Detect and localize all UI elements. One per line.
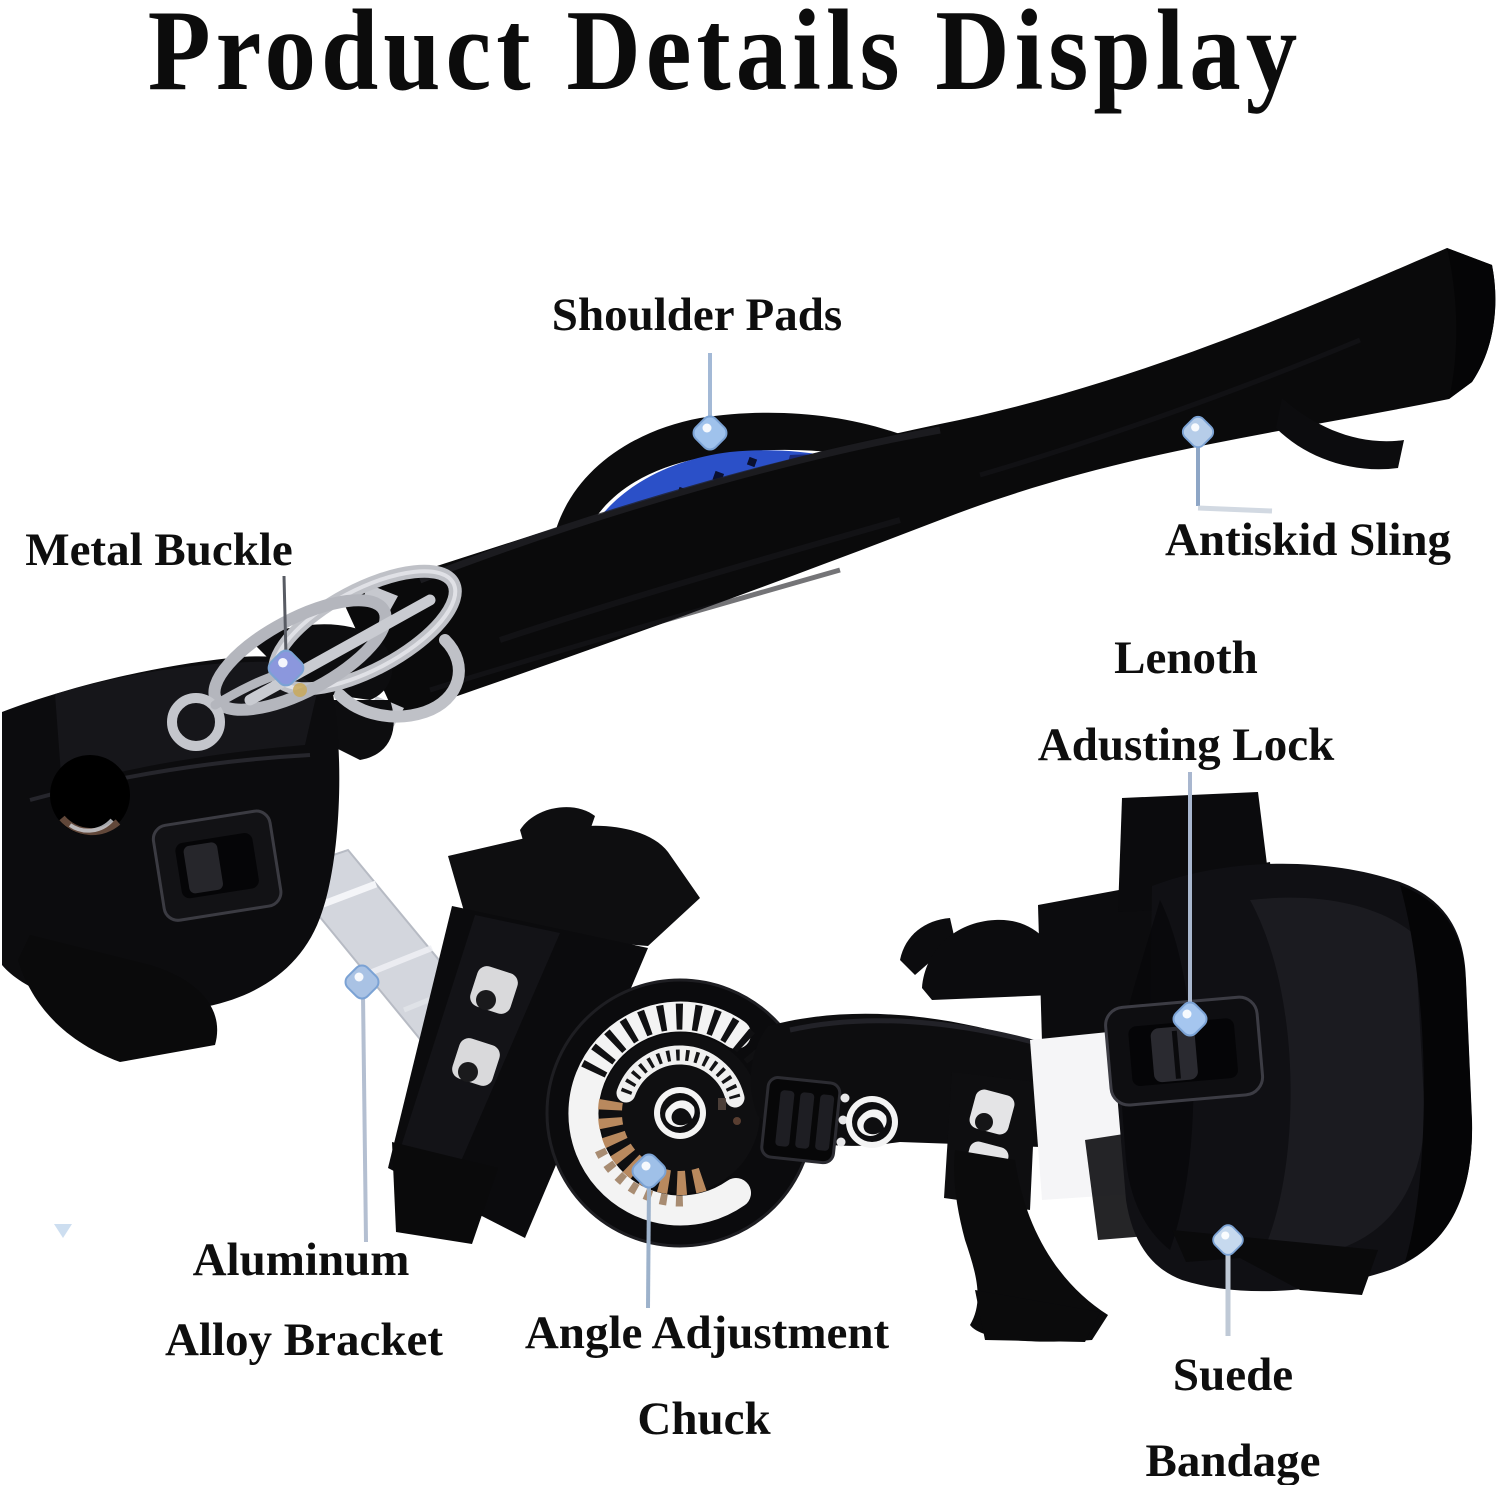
page-title: Product Details Display bbox=[147, 0, 1303, 115]
aluminum-bracket-leader-line bbox=[361, 993, 368, 1243]
label-length-lock-line1: Lenoth bbox=[1114, 632, 1258, 684]
label-metal-buckle: Metal Buckle bbox=[25, 524, 293, 576]
label-aluminum-bracket-line2: Alloy Bracket bbox=[164, 1314, 444, 1366]
hinge-hub-logo-icon bbox=[654, 1087, 706, 1139]
annotation-layer bbox=[54, 353, 1273, 1336]
antiskid-sling-strap bbox=[341, 248, 1496, 726]
label-aluminum-bracket-line1: Aluminum bbox=[192, 1234, 410, 1286]
strap-ladder-buckle bbox=[760, 1076, 842, 1165]
label-suede-bandage-line2: Bandage bbox=[1145, 1435, 1321, 1485]
angle-chuck-leader-line bbox=[646, 1182, 651, 1309]
left-length-lock-switch bbox=[151, 809, 283, 922]
stray-pointer-mark bbox=[54, 1224, 72, 1238]
arm-logo-icon bbox=[846, 1096, 898, 1148]
label-angle-chuck-line2: Chuck bbox=[637, 1393, 771, 1445]
center-strap-bracket bbox=[388, 807, 700, 1244]
label-antiskid-sling: Antiskid Sling bbox=[1164, 514, 1452, 566]
length-adjusting-lock-switch bbox=[1104, 995, 1265, 1107]
right-forearm-cuff bbox=[954, 792, 1473, 1342]
label-angle-chuck-line1: Angle Adjustment bbox=[524, 1307, 890, 1359]
angle-adjustment-hinge bbox=[545, 978, 815, 1248]
label-shoulder-pads: Shoulder Pads bbox=[551, 289, 843, 341]
label-suede-bandage-line1: Suede bbox=[1172, 1349, 1294, 1401]
metal-buckle-hardware bbox=[167, 564, 465, 751]
label-length-lock-line2: Adusting Lock bbox=[1037, 719, 1335, 771]
metal-buckle-leader-line bbox=[282, 575, 288, 657]
